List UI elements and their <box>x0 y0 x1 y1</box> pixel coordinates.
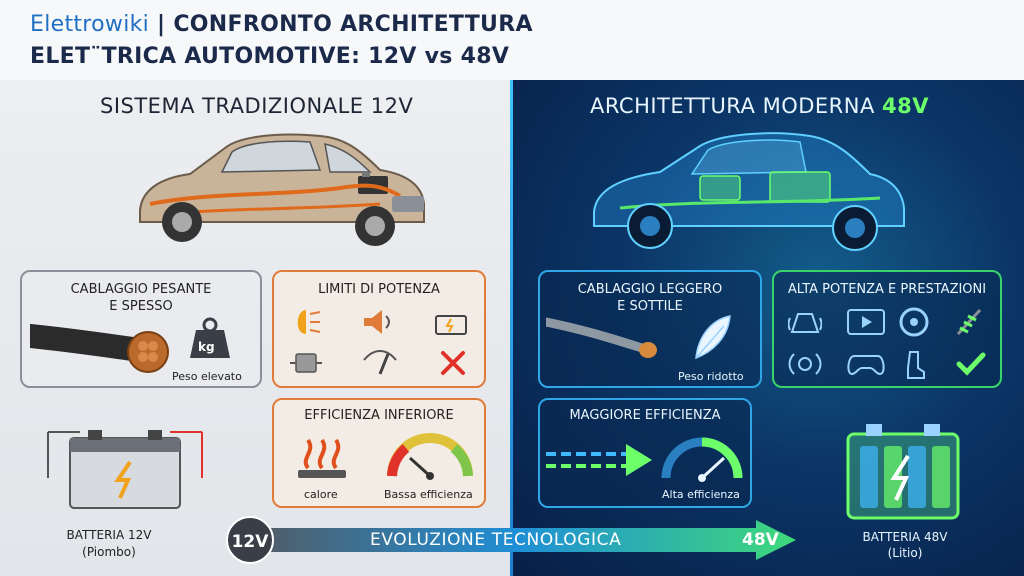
page-title-line1: Elettrowiki | CONFRONTO ARCHITETTURA <box>30 12 533 37</box>
suspension-icon <box>956 308 982 336</box>
evolution-label: EVOLUZIONE TECNOLOGICA <box>370 530 622 550</box>
brand-name: Elettrowiki <box>30 12 150 37</box>
screen-icon <box>847 309 885 335</box>
feather-icon <box>695 315 731 360</box>
right-panel-title: ARCHITETTURA MODERNA 48V <box>590 94 929 118</box>
weight-unit: kg <box>198 340 215 354</box>
heat-icon <box>298 438 346 478</box>
wiper-icon <box>363 350 397 375</box>
thin-wire-icon <box>546 317 657 358</box>
high-efficiency-label: Alta efficienza <box>662 488 740 501</box>
heavy-wiring-title-1: CABLAGGIO PESANTE <box>70 282 212 297</box>
gamepad-icon <box>847 355 885 376</box>
high-efficiency-title: MAGGIORE EFFICIENZA <box>569 408 721 423</box>
low-efficiency-label: Bassa efficienza <box>384 488 473 501</box>
low-efficiency-title: EFFICIENZA INFERIORE <box>304 408 454 423</box>
light-wiring-card: CABLAGGIO LEGGERO E SOTTILE Peso ridotto <box>538 270 762 388</box>
light-weight-note: Peso ridotto <box>678 370 744 383</box>
light-wiring-title-2: E SOTTILE <box>617 299 683 314</box>
battery-48v-type: (Litio) <box>887 546 923 560</box>
weight-icon <box>190 317 230 358</box>
gauge-high-icon <box>661 437 743 482</box>
right-title-accent: 48V <box>882 94 930 118</box>
horn-icon <box>364 310 390 334</box>
radar-icon <box>788 313 822 333</box>
car-48v-illustration <box>593 132 905 251</box>
headlight-icon <box>297 310 321 334</box>
heavy-weight-note: Peso elevato <box>172 370 242 383</box>
battery-48v-label: BATTERIA 48V <box>862 530 948 544</box>
plug-icon <box>290 353 322 373</box>
check-icon <box>956 352 986 376</box>
battery-48v-icon <box>846 424 960 520</box>
seat-icon <box>907 351 925 379</box>
heat-label: calore <box>304 488 338 501</box>
page-title-line2: ELET¨TRICA AUTOMOTIVE: 12V vs 48V <box>30 44 510 69</box>
power-limits-card: LIMITI DI POTENZA <box>272 270 486 388</box>
title-text-1: CONFRONTO ARCHITETTURA <box>173 12 533 37</box>
power-limits-title: LIMITI DI POTENZA <box>318 282 440 297</box>
speaker-icon <box>788 353 822 375</box>
high-efficiency-card: MAGGIORE EFFICIENZA Alta efficienza <box>538 398 752 508</box>
evolution-arrow <box>240 520 796 560</box>
car-12v-illustration <box>139 133 425 246</box>
heavy-wiring-title-2: E SPESSO <box>109 299 173 314</box>
title-separator: | <box>149 12 174 37</box>
right-title-pre: ARCHITETTURA MODERNA <box>590 94 883 118</box>
light-wiring-title-1: CABLAGGIO LEGGERO <box>577 282 723 297</box>
evolution-to-label: 48V <box>742 530 779 550</box>
high-power-title: ALTA POTENZA E PRESTAZIONI <box>787 282 987 297</box>
battery-12v-label: BATTERIA 12V <box>66 528 152 542</box>
header: Elettrowiki | CONFRONTO ARCHITETTURA ELE… <box>0 0 1024 80</box>
evolution-from-badge: 12V <box>226 516 274 564</box>
battery-icon <box>435 315 467 335</box>
panel-divider <box>510 80 513 576</box>
heavy-wiring-card: CABLAGGIO PESANTE E SPESSO kg Peso eleva… <box>20 270 262 388</box>
battery-12v-icon <box>47 430 203 509</box>
wire-icon <box>30 324 169 373</box>
gauge-icon <box>387 433 473 480</box>
flow-arrows-icon <box>546 444 652 476</box>
steering-icon <box>899 307 929 337</box>
cross-icon <box>441 351 465 375</box>
left-panel-title: SISTEMA TRADIZIONALE 12V <box>100 94 414 118</box>
low-efficiency-card: EFFICIENZA INFERIORE calore Bassa effici… <box>272 398 486 508</box>
high-power-card: ALTA POTENZA E PRESTAZIONI <box>772 270 1002 388</box>
battery-12v-type: (Piombo) <box>82 545 136 559</box>
